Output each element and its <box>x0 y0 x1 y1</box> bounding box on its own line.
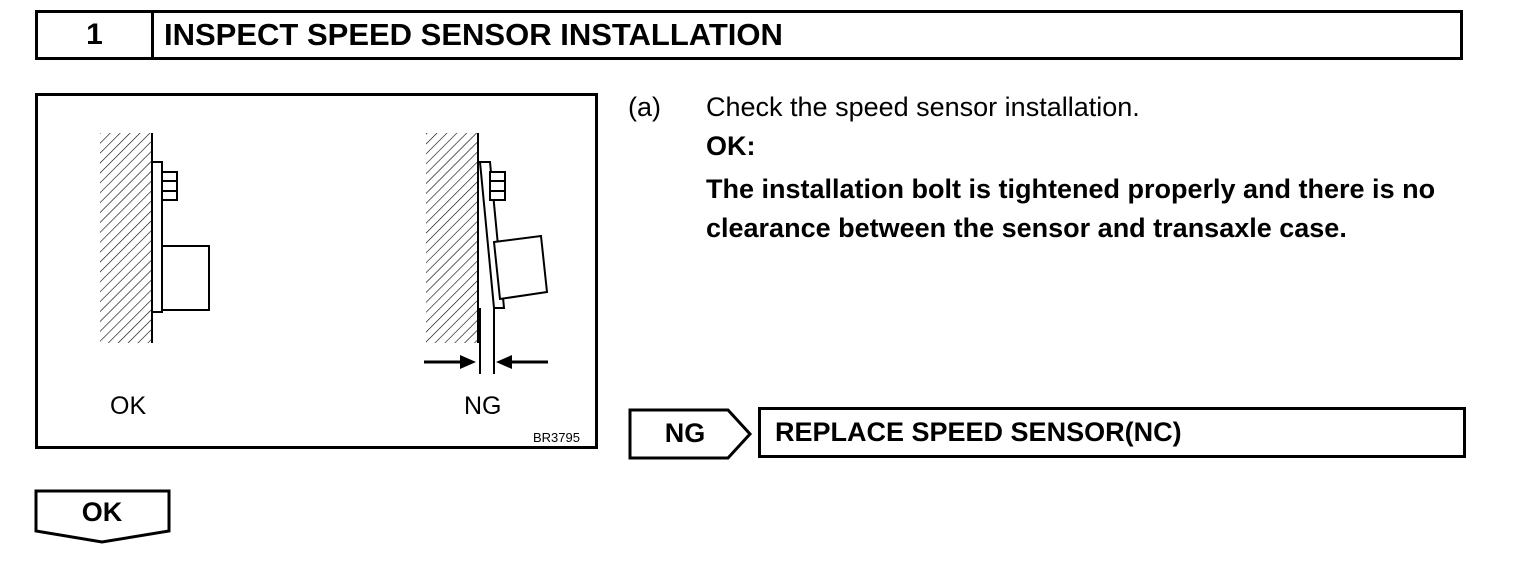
instruction-marker: (a) <box>628 92 661 122</box>
step-number: 1 <box>38 13 154 57</box>
ok-case-wall <box>100 133 153 343</box>
ok-criteria-label: OK: <box>706 131 756 161</box>
speed-sensor-figure: OK NG BR3795 <box>35 93 598 449</box>
ok-arrow-shape <box>34 489 171 544</box>
ok-branch-label: OK <box>81 496 123 527</box>
ng-branch-label: NG <box>664 417 706 448</box>
figure-label-ng: NG <box>464 392 502 420</box>
instruction-text: Check the speed sensor installation. <box>706 92 1140 122</box>
figure-id: BR3795 <box>533 430 580 445</box>
ng-sensor <box>478 161 549 374</box>
ok-sensor <box>151 161 210 313</box>
step-title: INSPECT SPEED SENSOR INSTALLATION <box>164 17 783 52</box>
ok-criteria-text: The installation bolt is tightened prope… <box>706 174 1436 243</box>
speed-sensor-diagram <box>100 133 549 374</box>
ng-case-wall <box>426 133 479 343</box>
figure-label-ok: OK <box>110 392 147 420</box>
ng-action-box: REPLACE SPEED SENSOR(NC) <box>758 407 1466 458</box>
step-header: 1 INSPECT SPEED SENSOR INSTALLATION <box>35 10 1463 60</box>
ng-arrow-shape <box>628 408 753 460</box>
ng-clearance-arrows <box>424 355 548 369</box>
